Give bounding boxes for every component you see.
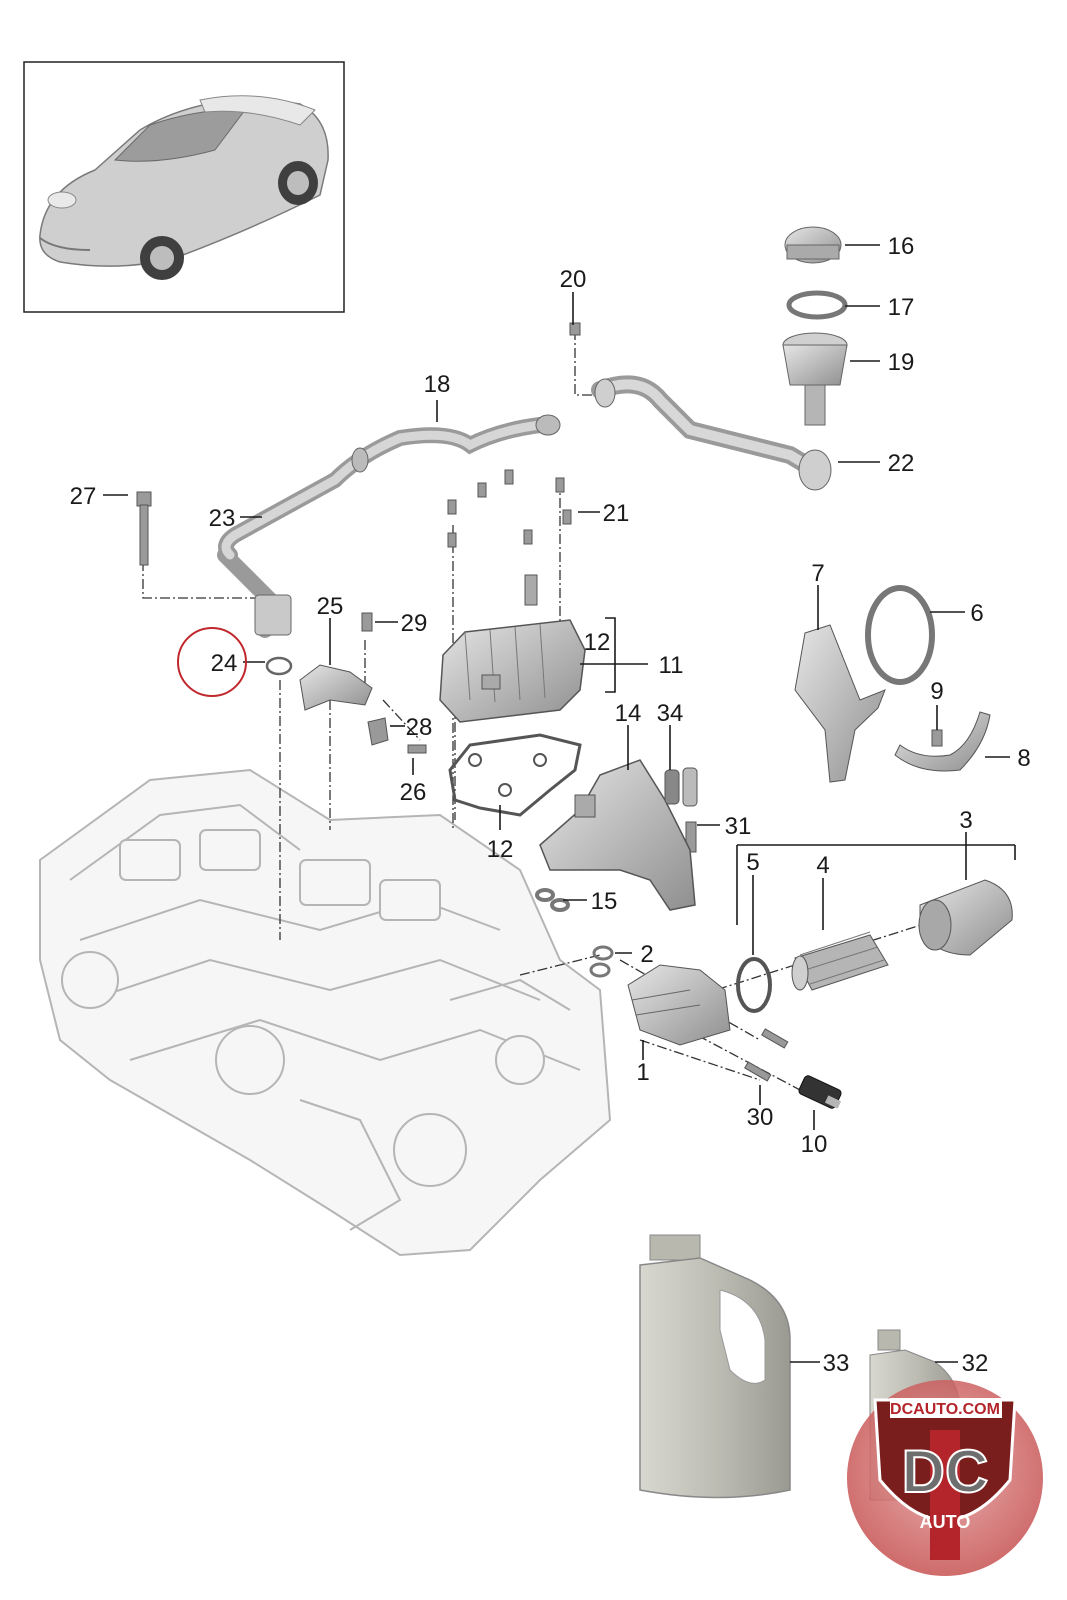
o-rings-2	[589, 945, 614, 978]
gasket-12	[448, 733, 582, 817]
filter-element-4	[791, 931, 889, 991]
logo-big-text: DC	[902, 1438, 989, 1505]
bracket-8	[894, 711, 991, 772]
coolant-hose-18-23	[217, 414, 561, 638]
callout-30: 30	[747, 1104, 774, 1131]
callout-21: 21	[603, 500, 630, 527]
clip-28	[367, 717, 427, 754]
callout-32: 32	[962, 1350, 989, 1377]
callout-labels: 16 17 19 22 20 18 27 23 21 25 29 24 12 1…	[70, 233, 1031, 1377]
bolts	[136, 322, 943, 853]
filter-housing-14	[539, 759, 696, 911]
logo-bottom-text: AUTO	[920, 1512, 971, 1532]
callout-1: 1	[636, 1059, 649, 1086]
callout-27: 27	[70, 483, 97, 510]
callout-19: 19	[888, 349, 915, 376]
seal-ring-17	[786, 290, 848, 320]
callout-15: 15	[591, 888, 618, 915]
o-ring-24	[265, 656, 293, 676]
clamp-ring-6	[865, 585, 935, 685]
callout-8: 8	[1017, 745, 1030, 772]
callout-26: 26	[400, 779, 427, 806]
callout-25: 25	[317, 593, 344, 620]
pipe-7	[794, 624, 886, 783]
washers-15	[535, 888, 570, 912]
filler-neck-19	[782, 332, 848, 426]
sensor-10	[798, 1075, 842, 1109]
callout-16: 16	[888, 233, 915, 260]
callout-34: 34	[657, 700, 684, 727]
callout-7: 7	[811, 560, 824, 587]
callout-23: 23	[209, 505, 236, 532]
callout-29: 29	[401, 610, 428, 637]
callout-20: 20	[560, 266, 587, 293]
bolts-30	[744, 1028, 789, 1082]
callout-24: 24	[211, 650, 238, 677]
callout-6: 6	[970, 600, 983, 627]
callout-12-bottom: 12	[487, 836, 514, 863]
engine-block	[39, 768, 612, 1257]
callout-18: 18	[424, 371, 451, 398]
callout-28: 28	[406, 714, 433, 741]
filter-head-1	[627, 964, 731, 1046]
oil-bottle-33	[639, 1234, 791, 1499]
dcauto-logo: DCAUTO.COM DC AUTO	[847, 1380, 1043, 1576]
hose-22	[591, 375, 832, 491]
bracket-25	[299, 664, 373, 711]
callout-17: 17	[888, 294, 915, 321]
callout-5: 5	[746, 849, 759, 876]
filler-cap-16	[784, 226, 842, 264]
callout-33: 33	[823, 1350, 850, 1377]
callout-14: 14	[615, 700, 642, 727]
highlight-circle	[177, 627, 247, 697]
callout-2: 2	[640, 941, 653, 968]
seal-34	[664, 767, 698, 807]
callout-12-top: 12	[584, 629, 611, 656]
callout-11: 11	[659, 652, 684, 679]
callout-10: 10	[801, 1131, 828, 1158]
o-ring-5	[736, 957, 772, 1013]
callout-9: 9	[930, 678, 943, 705]
callout-4: 4	[816, 852, 829, 879]
callout-3: 3	[959, 807, 972, 834]
filter-cover-3	[918, 879, 1013, 956]
vehicle-thumbnail	[23, 61, 345, 313]
logo-top-text: DCAUTO.COM	[890, 1401, 1000, 1418]
callout-31: 31	[725, 813, 752, 840]
callout-leaders	[103, 244, 1016, 1363]
callout-22: 22	[888, 450, 915, 477]
oil-cooler-11	[439, 574, 586, 723]
